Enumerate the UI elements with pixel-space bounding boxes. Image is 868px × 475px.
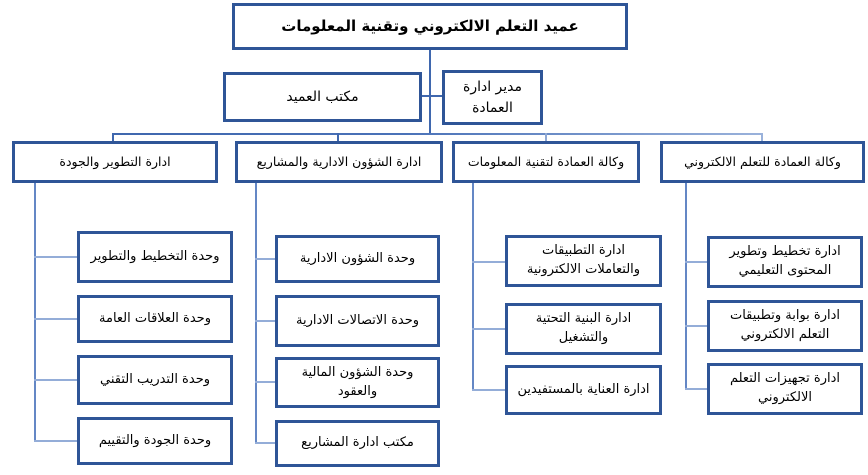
connector-drop-dept2	[337, 133, 339, 142]
connector-stub	[472, 389, 505, 391]
unit-box-financial-contracts: وحدة الشؤون المالية والعقود	[275, 357, 440, 408]
connector-distribution	[112, 133, 763, 135]
connector-stub	[472, 328, 505, 330]
connector-stub	[34, 256, 77, 258]
unit-box-technical-training: وحدة التدريب التقني	[77, 355, 233, 405]
connector-stub	[472, 261, 505, 263]
connector-stub	[34, 440, 77, 442]
connector-stub	[34, 318, 77, 320]
root-box-dean: عميد التعلم الالكتروني وتقنية المعلومات	[232, 3, 628, 50]
dept-box-admin-affairs-projects: ادارة الشؤون الادارية والمشاريع	[235, 141, 443, 183]
unit-box-portal-applications: ادارة بوابة وتطبيقات التعلم الالكتروني	[707, 300, 863, 352]
unit-box-admin-communications: وحدة الاتصالات الادارية	[275, 295, 440, 347]
connector-stub	[685, 261, 707, 263]
connector-stub	[255, 320, 275, 322]
unit-box-beneficiary-care: ادارة العناية بالمستفيدين	[505, 365, 662, 415]
unit-box-admin-affairs: وحدة الشؤون الادارية	[275, 235, 440, 283]
dept-box-elearning-agency: وكالة العمادة للتعلم الالكتروني	[660, 141, 865, 183]
connector-stub	[255, 381, 275, 383]
dean-office-box: مكتب العميد	[223, 72, 422, 122]
connector-drop-dept1	[112, 133, 114, 142]
connector-root-spine	[429, 50, 431, 134]
connector-staff-link	[421, 95, 443, 97]
unit-box-applications-etransactions: ادارة التطبيقات والتعاملات الالكترونية	[505, 235, 662, 287]
connector-stub	[255, 258, 275, 260]
connector-rail-col4	[685, 183, 687, 390]
unit-box-planning-development: وحدة التخطيط والتطوير	[77, 231, 233, 283]
connector-stub	[685, 388, 707, 390]
connector-drop-dept3	[545, 133, 547, 142]
dept-box-development-quality: ادارة التطوير والجودة	[12, 141, 218, 183]
unit-box-infrastructure-operations: ادارة البنية التحتية والتشغيل	[505, 303, 662, 355]
connector-stub	[685, 325, 707, 327]
unit-box-project-management-office: مكتب ادارة المشاريع	[275, 420, 440, 467]
connector-stub	[255, 442, 275, 444]
dept-box-it-agency: وكالة العمادة لتقنية المعلومات	[452, 141, 640, 183]
connector-stub	[34, 379, 77, 381]
connector-drop-dept4	[761, 133, 763, 142]
unit-box-quality-evaluation: وحدة الجودة والتقييم	[77, 417, 233, 465]
unit-box-content-planning-development: ادارة تخطيط وتطوير المحتوى التعليمي	[707, 236, 863, 288]
connector-rail-col3	[472, 183, 474, 391]
connector-rail-col1	[34, 183, 36, 442]
connector-rail-col2	[255, 183, 257, 444]
deanship-director-box: مدير ادارة العمادة	[442, 70, 543, 125]
unit-box-public-relations: وحدة العلاقات العامة	[77, 295, 233, 343]
unit-box-elearning-equipment: ادارة تجهيزات التعلم الالكتروني	[707, 363, 863, 415]
